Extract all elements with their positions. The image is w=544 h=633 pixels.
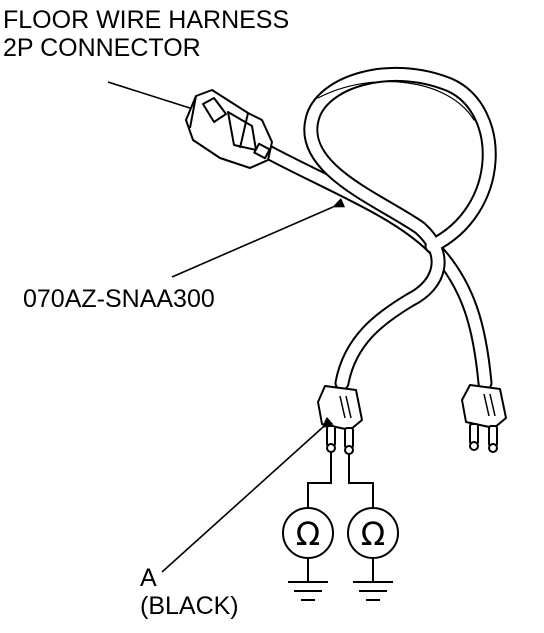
ohm-icon: Ω bbox=[296, 515, 320, 553]
ground-icon-right bbox=[353, 581, 393, 601]
ground-icon-left bbox=[288, 581, 328, 601]
ohmmeter-wiring bbox=[307, 452, 374, 582]
test-plug-right bbox=[461, 384, 507, 453]
tool-leader-arrow bbox=[171, 198, 346, 278]
ohmmeter-right-circle bbox=[347, 507, 399, 559]
test-plug-left bbox=[317, 385, 363, 455]
ohmmeter-right: Ω bbox=[347, 507, 399, 559]
terminal-letter-label: A bbox=[140, 564, 157, 592]
ohmmeter-left: Ω bbox=[282, 507, 334, 559]
terminal-color-label: (BLACK) bbox=[140, 592, 239, 620]
tool-part-number-label: 070AZ-SNAA300 bbox=[23, 285, 215, 313]
connector-label-line2: 2P CONNECTOR bbox=[3, 34, 201, 62]
ohmmeter-left-circle bbox=[282, 507, 334, 559]
ohm-icon: Ω bbox=[361, 515, 385, 553]
floor-harness-2p-connector bbox=[185, 89, 273, 169]
terminal-a-leader-arrow bbox=[161, 416, 334, 573]
connector-leader-arrow bbox=[107, 81, 205, 118]
harness-cable bbox=[260, 66, 497, 391]
connector-label-line1: FLOOR WIRE HARNESS bbox=[3, 6, 290, 34]
